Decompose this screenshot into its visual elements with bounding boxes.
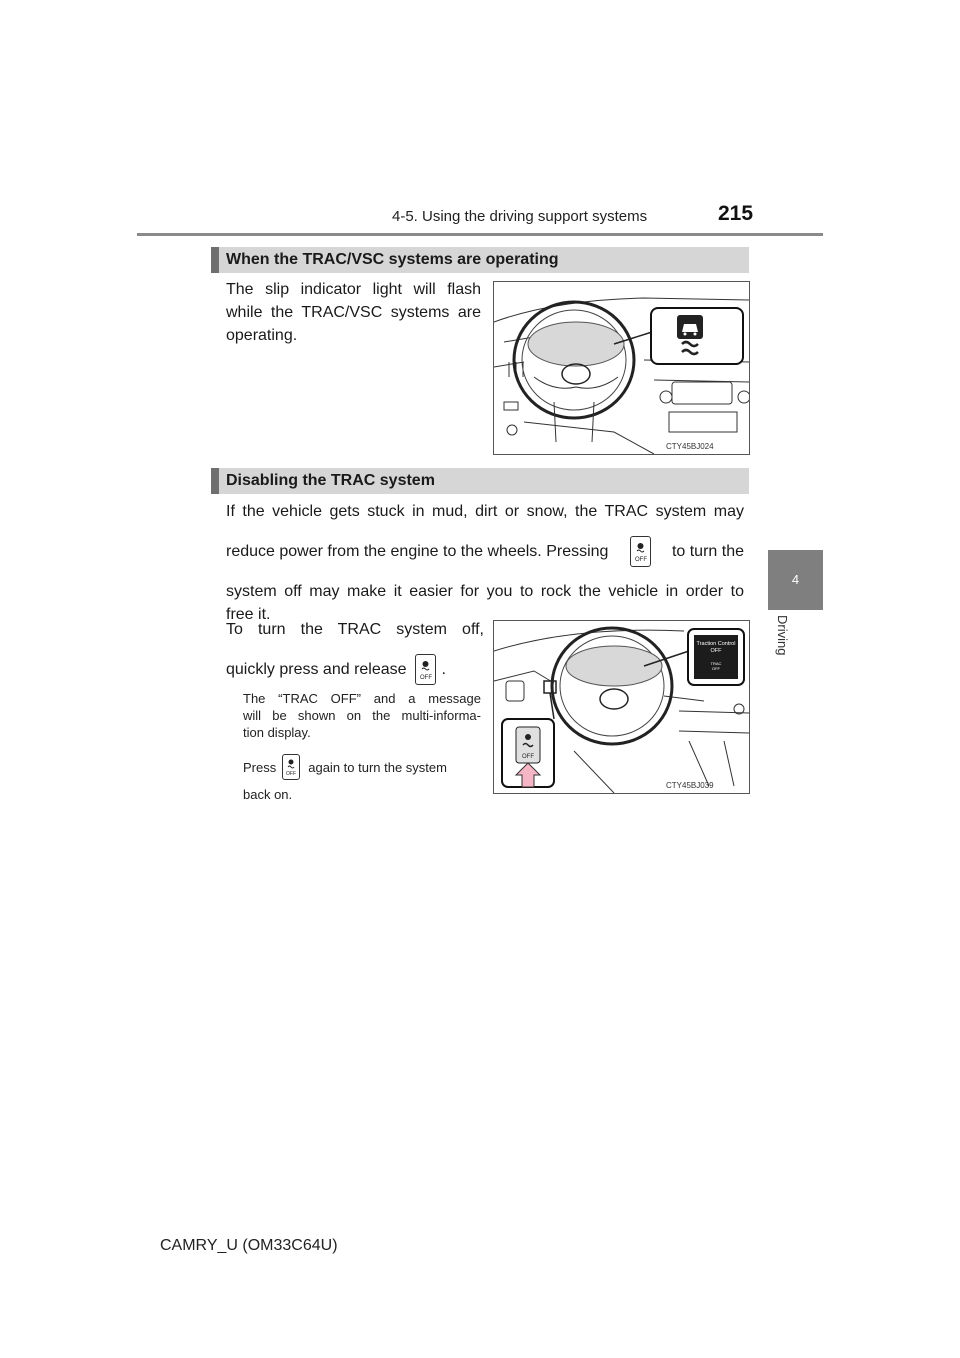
trac-off-button-icon: OFF	[282, 754, 301, 780]
note2-line1: Press OFF again to turn the system	[243, 754, 481, 780]
footer-model: CAMRY_U (OM33C64U)	[160, 1237, 338, 1254]
instruction-line2-after: .	[441, 661, 446, 678]
display-badge-trac: TRAC	[711, 661, 722, 666]
section2-line3: system off may make it easier for you to…	[226, 583, 744, 600]
figure2-caption: CTY45BJ039	[666, 781, 714, 790]
figure-trac-off-switch: Traction Control OFF TRAC OFF OFF CTY45B…	[493, 620, 750, 794]
section2-line1: If the vehicle gets stuck in mud, dirt o…	[226, 503, 744, 520]
section1-paragraph: The slip indicator light will flash whil…	[226, 278, 481, 347]
note2-before: Press	[243, 759, 277, 775]
chapter-tab	[768, 550, 823, 610]
trac-off-button-label: OFF	[286, 771, 296, 777]
header-rule	[137, 233, 823, 236]
display-badge-off: OFF	[712, 666, 721, 671]
display-text-off: OFF	[711, 648, 723, 654]
trac-off-button-label: OFF	[635, 557, 647, 563]
instruction: To turn the TRAC system off, quickly pre…	[226, 618, 484, 685]
figure1-caption: CTY45BJ024	[666, 442, 714, 451]
chapter-number: 4	[791, 572, 800, 587]
dashboard-illustration: CTY45BJ024	[494, 297, 749, 454]
note1-line: will be shown on the multi-informa-	[243, 708, 481, 723]
section-heading-trac-vsc-operating: When the TRAC/VSC systems are operating	[211, 247, 749, 273]
figure-slip-indicator: CTY45BJ024	[493, 281, 750, 455]
switch-off-label: OFF	[522, 754, 534, 760]
display-text-traction-control: Traction Control	[697, 641, 736, 647]
note-trac-off-message: The “TRAC OFF” and a message will be sho…	[243, 690, 481, 741]
instruction-line2: quickly press and release OFF .	[226, 654, 484, 685]
instruction-line2-before: quickly press and release	[226, 661, 407, 678]
section2-line2-before: reduce power from the engine to the whee…	[226, 543, 609, 560]
section1-line: The slip indicator light will flash	[226, 281, 481, 298]
note1-line: The “TRAC OFF” and a message	[243, 691, 481, 706]
note1-line: tion display.	[243, 725, 311, 740]
note2-line2: back on.	[243, 787, 293, 802]
page-number: 215	[718, 202, 754, 225]
section1-line: operating.	[226, 327, 298, 344]
section2-line2-after: to turn the	[671, 543, 744, 560]
trac-off-button-icon: OFF	[629, 536, 651, 567]
section1-line: while the TRAC/VSC systems are	[226, 304, 481, 321]
section-heading-disabling-trac: Disabling the TRAC system	[211, 468, 749, 494]
section2-line4: free it.	[226, 606, 271, 623]
header-section-title: 4-5. Using the driving support systems	[392, 208, 648, 225]
chapter-label: Driving	[770, 615, 792, 675]
section2-line2: reduce power from the engine to the whee…	[226, 536, 744, 567]
chapter-label-text: Driving	[775, 615, 790, 656]
trac-off-button-icon: OFF	[414, 654, 436, 685]
dashboard-switch-illustration: Traction Control OFF TRAC OFF OFF CTY45B…	[494, 626, 749, 793]
trac-off-button-label: OFF	[420, 675, 432, 681]
instruction-line1: To turn the TRAC system off,	[226, 621, 484, 638]
section2-paragraph: If the vehicle gets stuck in mud, dirt o…	[226, 500, 744, 626]
note2-after: again to turn the system	[308, 759, 447, 775]
note-turn-back-on: Press OFF again to turn the system back …	[243, 754, 481, 803]
